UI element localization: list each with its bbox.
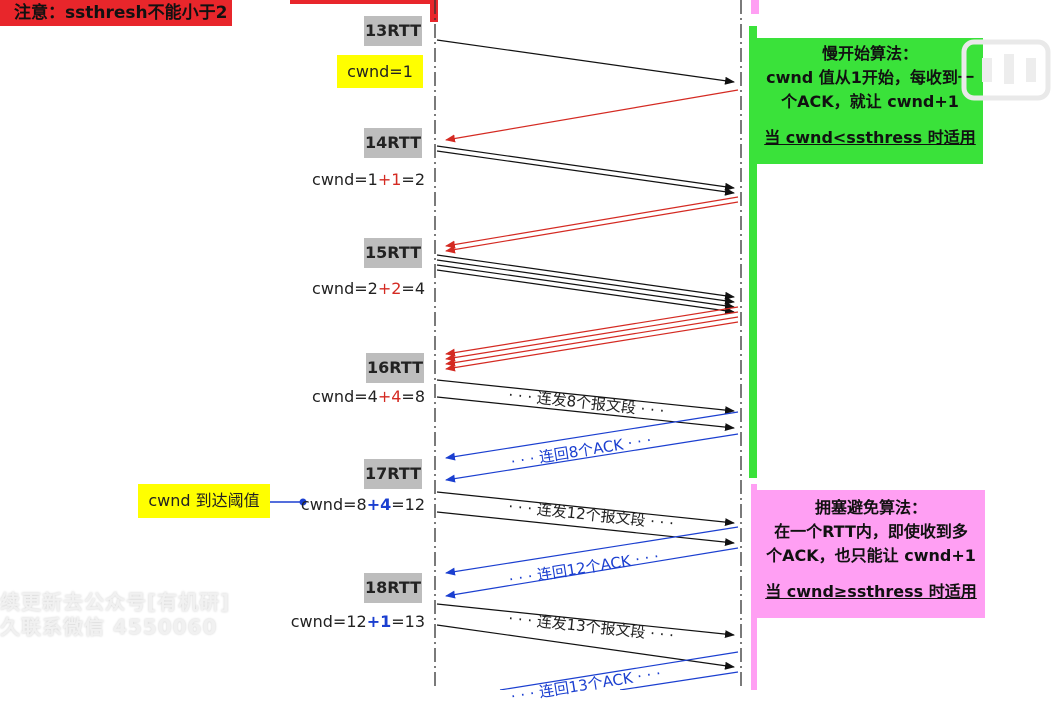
segment-arrow [436,379,735,415]
rtt-label-13: 13RTT [364,16,422,46]
congestion-avoidance-condition: 当 cwnd≥ssthress 时适用 [765,582,977,601]
logo-icon [961,39,1051,101]
rtt-label-18: 18RTT [364,573,422,603]
segment-arrow [436,491,735,527]
rtt-label-14: 14RTT [364,128,422,158]
watermark-line2: 久联系微信 4550060 [0,615,218,639]
segment-arrow [436,264,735,310]
rtt-label-15: 15RTT [364,238,422,268]
ack-arrow [619,671,739,690]
rtt-label-16: 16RTT [366,353,424,383]
ack-arrow [445,89,739,143]
ack-arrow [445,306,739,357]
note-banner: 注意：ssthresh不能小于2 [0,0,232,26]
ack-arrow [445,321,739,372]
cwnd-initial-box: cwnd=1 [337,55,423,88]
ack-arrow [445,547,739,599]
ack-arrow [445,433,739,483]
pink-phase-bar-top [751,0,759,14]
ack-arrow [445,311,739,362]
ack-arrow [445,316,739,367]
rtt-label-17: 17RTT [364,459,422,489]
congestion-avoidance-title: 拥塞避免算法： [814,498,927,517]
red-tick-decoration [430,0,438,22]
slow-start-line2: 个ACK，就让 cwnd+1 [781,92,959,111]
threshold-pointer-dot [299,498,307,506]
congestion-avoidance-line1: 在一个RTT内，即使收到多 [774,522,968,541]
segment-arrow [436,603,735,639]
congestion-avoidance-phase-bar [751,484,757,690]
diagram-canvas [270,0,759,690]
ack-arrow [445,526,739,576]
congestion-avoidance-description: 拥塞避免算法： 在一个RTT内，即使收到多 个ACK，也只能让 cwnd+1 当… [757,490,985,618]
cwnd-formula-17: cwnd=8+4=12 [300,495,425,514]
ack-arrow [445,201,739,254]
segment-arrow [436,39,735,85]
slow-start-title: 慢开始算法： [821,44,918,63]
slow-start-line1: cwnd 值从1开始，每收到一 [766,68,974,87]
slow-start-description: 慢开始算法： cwnd 值从1开始，每收到一 个ACK，就让 cwnd+1 当 … [757,38,983,164]
ack-arrow [499,651,739,690]
ack-arrow [445,196,739,249]
watermark-line1: 续更新去公众号[有机研] [0,590,231,614]
congestion-avoidance-line2: 个ACK，也只能让 cwnd+1 [766,546,976,565]
segment-arrow [436,511,735,547]
slow-start-phase-bar [749,26,757,478]
ack-arrow [445,411,739,461]
segment-arrow [436,150,735,196]
segment-arrow [436,396,735,432]
segment-arrow [436,254,735,300]
segment-arrow [436,259,735,305]
cwnd-formula-18: cwnd=12+1=13 [290,612,425,631]
slow-start-condition: 当 cwnd<ssthress 时适用 [764,128,976,147]
segment-arrow [436,145,735,191]
segment-arrow [436,269,735,315]
corner-logo-watermark [960,32,1052,112]
threshold-label-box: cwnd 到达阈值 [138,484,270,518]
cwnd-formula-15: cwnd=2+2=4 [312,279,425,298]
red-bar-decoration [290,0,438,4]
cwnd-formula-16: cwnd=4+4=8 [312,387,425,406]
cwnd-formula-14: cwnd=1+1=2 [312,170,425,189]
